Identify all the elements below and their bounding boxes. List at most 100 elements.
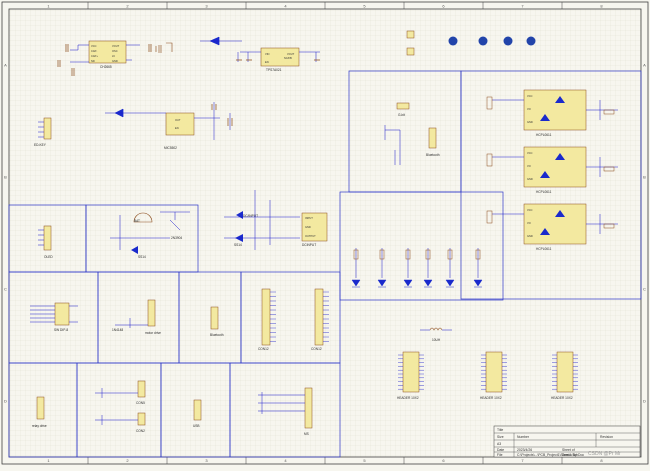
con12-section: CON12 CON12 xyxy=(258,288,329,351)
opto-pin: VO xyxy=(527,221,531,225)
con12-b[interactable] xyxy=(314,288,324,346)
dip-switch-section: SW DIP-8 xyxy=(30,302,78,332)
con2-label: CON2 xyxy=(136,429,145,433)
dip-label: SW DIP-8 xyxy=(54,328,68,332)
optocoupler-2[interactable] xyxy=(523,146,587,188)
u1-ch2665[interactable] xyxy=(88,40,127,64)
header-10x2-1[interactable] xyxy=(402,351,420,393)
opto-pin: GND xyxy=(527,120,533,124)
u1-pin-l3: ND xyxy=(91,59,95,63)
opto-pin: VCC xyxy=(527,151,533,155)
u2-name: TPS7A021 xyxy=(266,68,282,72)
zone-top-6: 6 xyxy=(442,4,445,9)
pump-label: motor drive xyxy=(145,331,161,335)
opto-pin: GND xyxy=(527,234,533,238)
opto-resistor xyxy=(603,166,615,172)
header-label: HEADER 10X2 xyxy=(397,396,419,400)
con5-header[interactable] xyxy=(137,380,146,398)
zone-bottom-4: 4 xyxy=(284,458,287,463)
bat-label: BAT xyxy=(134,219,140,223)
u4-regulator[interactable] xyxy=(301,212,328,242)
zone-left-A: A xyxy=(4,63,7,68)
header-10x2-3[interactable] xyxy=(556,351,574,393)
tb-title: Title xyxy=(497,428,503,432)
header-10x2-2[interactable] xyxy=(485,351,503,393)
zone-top-7: 7 xyxy=(521,4,524,9)
u4-gnd: GND xyxy=(305,225,311,229)
led-row xyxy=(351,248,483,288)
u2-tps7a[interactable] xyxy=(260,47,300,67)
zone-right-A: A xyxy=(643,63,646,68)
opto-pin: VCC xyxy=(527,208,533,212)
buzzer-section: BAT SS14 2N3904 xyxy=(110,211,190,259)
u2-vout: VOUT xyxy=(287,52,295,56)
u2-vin: VIN xyxy=(265,52,269,56)
zone-top-8: 8 xyxy=(600,4,603,9)
zone-bottom-1: 1 xyxy=(47,458,50,463)
title-block: Title Size A3 Number Revision Date 2023/… xyxy=(493,425,641,458)
zone-right-D: D xyxy=(643,399,646,404)
opto-led xyxy=(540,210,565,235)
crystal-label: G-bit xyxy=(398,113,405,117)
u1-pin-l2: CAP+ xyxy=(91,54,98,58)
opto-led xyxy=(540,153,565,178)
motor-header[interactable] xyxy=(147,299,156,327)
u2-en: EN xyxy=(265,60,269,64)
con2-header[interactable] xyxy=(137,412,146,426)
dc-input-section: DC/INPUT INPUT GND OUTPUT DCINPUT SS14 xyxy=(224,190,328,250)
zone-bottom-2: 2 xyxy=(126,458,129,463)
test-points xyxy=(406,30,536,56)
zone-bottom-7: 7 xyxy=(521,458,524,463)
charge-pump-section: VCC CAP- CAP+ ND VOUT OSC LV GND CH2665 xyxy=(57,40,173,76)
tb-size-label: Size xyxy=(497,435,504,439)
led-6 xyxy=(473,279,483,288)
zone-bottom-5: 5 xyxy=(363,458,366,463)
tb-size: A3 xyxy=(497,442,501,446)
header-label: HEADER 10X2 xyxy=(480,396,502,400)
opto-name: HCPL0611 xyxy=(536,133,552,137)
led-4 xyxy=(423,279,433,288)
ms-header[interactable] xyxy=(304,387,313,429)
zone-left-D: D xyxy=(4,399,7,404)
u4-input: INPUT xyxy=(305,216,313,220)
con12-pins xyxy=(270,291,329,342)
bt2-label: Bluetooth xyxy=(210,333,224,337)
opto-pin: VCC xyxy=(527,94,533,98)
u1-name: CH2665 xyxy=(100,65,112,69)
oled-header[interactable] xyxy=(43,225,52,251)
bt2-header[interactable] xyxy=(210,306,219,330)
bluetooth-label: Bluetooth xyxy=(426,153,440,157)
mic5502-section: OUT EN MIC5502 xyxy=(105,102,233,150)
led-resistor xyxy=(447,249,453,260)
optocoupler-3[interactable] xyxy=(523,203,587,245)
u3-mic5502[interactable] xyxy=(165,112,195,136)
con5-label: CON5 xyxy=(136,401,145,405)
relay-drive-header[interactable] xyxy=(36,396,45,420)
diode-name-0: SS14 xyxy=(138,255,146,259)
zone-top-4: 4 xyxy=(284,4,287,9)
led-5 xyxy=(445,279,455,288)
bluetooth-header[interactable] xyxy=(428,127,437,149)
u3-name: MIC5502 xyxy=(164,146,177,150)
diode-name-2: SS14 xyxy=(234,243,242,247)
dip-switch[interactable] xyxy=(54,302,70,326)
optocoupler-1[interactable] xyxy=(523,89,587,131)
oled-section: OLED xyxy=(38,225,53,259)
led-2 xyxy=(377,279,387,288)
u1-pin-l1: CAP- xyxy=(91,49,97,53)
key-header: ED-KEY xyxy=(34,117,52,147)
led-resistor xyxy=(379,249,385,260)
relay-drive-label: relay drive xyxy=(32,424,47,428)
con12-b-label: CON12 xyxy=(311,347,322,351)
zone-bottom-3: 3 xyxy=(205,458,208,463)
con12-a[interactable] xyxy=(261,288,271,346)
usb-header[interactable] xyxy=(193,399,202,421)
q-name: 2N3904 xyxy=(171,236,182,240)
zone-top-1: 1 xyxy=(47,4,50,9)
watermark: CSDN @Pr Mr xyxy=(588,451,621,457)
optocoupler-block: VCCVOGNDHCPL0611VCCVOGNDHCPL0611VCCVOGND… xyxy=(486,89,618,251)
tb-file: C:\Projects\...\PCB_Project1\Sheet1.SchD… xyxy=(517,453,584,457)
relay-drive-section: relay drive xyxy=(32,396,47,428)
